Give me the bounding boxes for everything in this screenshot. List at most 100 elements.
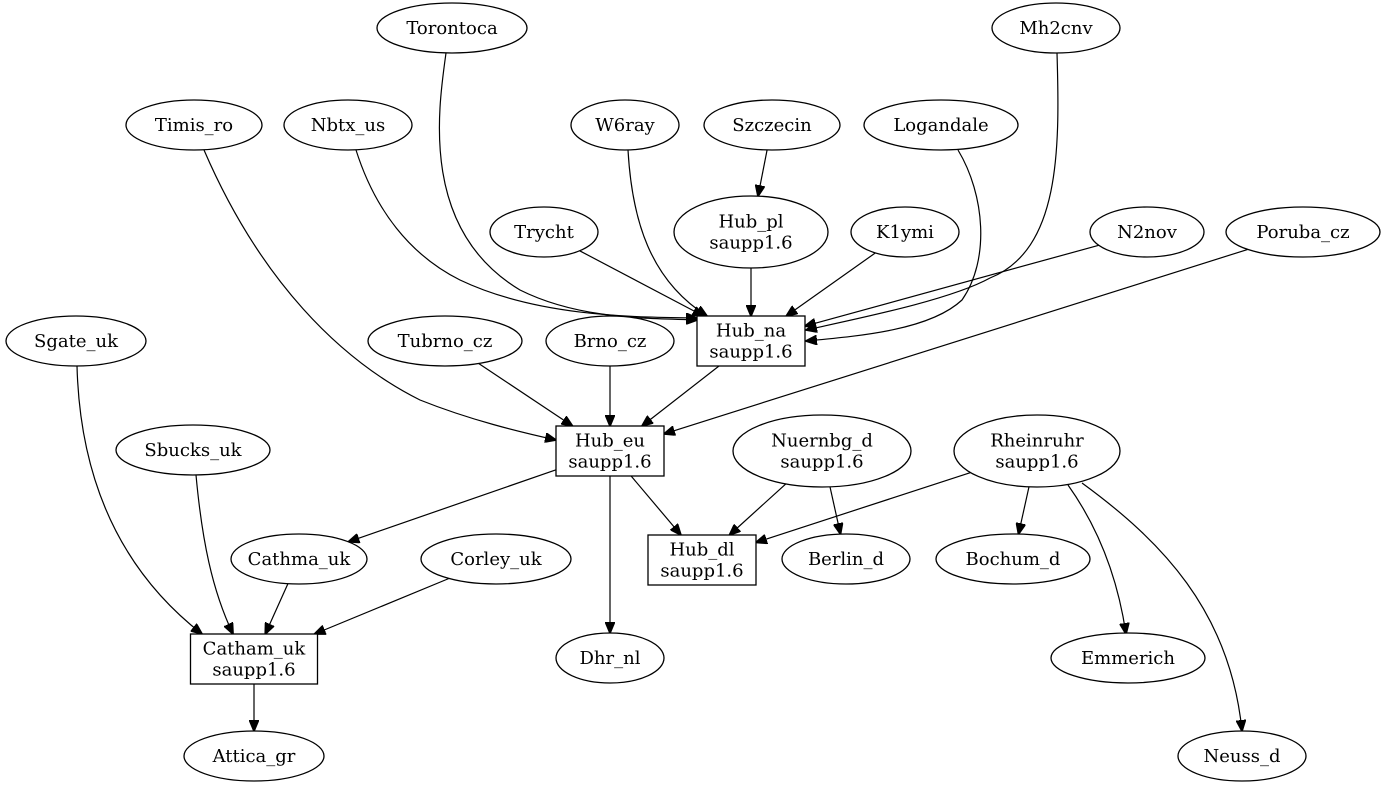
node-ellipse — [125, 99, 263, 151]
edge-w6ray-to-hub-na — [627, 149, 707, 316]
edge-timis-ro-to-hub-eu — [203, 149, 556, 440]
node-label: Hub_na — [716, 321, 786, 342]
node-label: Neuss_d — [1204, 746, 1281, 767]
node-sbucks-uk: Sbucks_uk — [115, 424, 271, 476]
node-label: Catham_uk — [203, 639, 307, 660]
node-label: Bochum_d — [966, 549, 1061, 570]
node-ellipse — [570, 99, 680, 151]
node-ellipse — [781, 533, 911, 585]
node-label: Nbtx_us — [311, 115, 386, 136]
edge-szczecin-to-hub-pl — [758, 149, 768, 196]
node-ellipse — [183, 730, 325, 782]
node-szczecin: Szczecin — [703, 99, 841, 151]
node-trycht: Trycht — [489, 206, 599, 258]
node-emmerich: Emmerich — [1050, 632, 1206, 684]
node-ellipse — [703, 99, 841, 151]
node-bochum-d: Bochum_d — [935, 533, 1091, 585]
node-berlin-d: Berlin_d — [781, 533, 911, 585]
node-label: Mh2cnv — [1019, 18, 1093, 39]
node-ellipse — [953, 414, 1121, 488]
node-label: Rheinruhr — [990, 431, 1084, 452]
edges-layer — [76, 52, 1248, 731]
node-brno-cz: Brno_cz — [545, 315, 675, 367]
node-label: Hub_eu — [575, 431, 645, 452]
edge-k1ymi-to-hub-na — [786, 252, 876, 316]
node-ellipse — [673, 195, 829, 269]
node-box — [189, 633, 319, 685]
node-label: Sbucks_uk — [144, 440, 242, 461]
node-cathma-uk: Cathma_uk — [230, 533, 368, 585]
node-dhr-nl: Dhr_nl — [555, 632, 665, 684]
node-w6ray: W6ray — [570, 99, 680, 151]
node-label: saupp1.6 — [660, 561, 743, 582]
node-neuss-d: Neuss_d — [1177, 730, 1307, 782]
node-label: K1ymi — [876, 222, 934, 243]
node-ellipse — [555, 632, 665, 684]
edge-hub-eu-to-hub-dl — [630, 475, 681, 535]
edge-rheinruhr-to-neuss-d — [1081, 482, 1242, 731]
node-ellipse — [1089, 206, 1205, 258]
node-box — [696, 315, 806, 367]
node-label: Nuernbg_d — [771, 431, 873, 452]
edge-trycht-to-hub-na — [579, 250, 704, 316]
edge-nuernbg-d-to-berlin-d — [829, 486, 841, 534]
node-label: Corley_uk — [450, 549, 542, 570]
edge-tubrno-cz-to-hub-eu — [478, 363, 573, 427]
node-label: N2nov — [1117, 222, 1178, 243]
node-ellipse — [850, 206, 960, 258]
edge-torontoca-to-hub-na — [438, 52, 697, 320]
edge-nbtx-us-to-hub-na — [355, 149, 697, 318]
node-label: Trycht — [514, 222, 574, 243]
node-label: saupp1.6 — [568, 452, 651, 473]
node-label: saupp1.6 — [995, 452, 1078, 473]
node-box — [555, 425, 665, 477]
edge-hub-na-to-hub-eu — [642, 365, 720, 426]
edge-nuernbg-d-to-hub-dl — [730, 483, 787, 535]
node-n2nov: N2nov — [1089, 206, 1205, 258]
node-mh2cnv: Mh2cnv — [991, 2, 1121, 54]
node-ellipse — [1225, 206, 1381, 258]
node-label: saupp1.6 — [212, 660, 295, 681]
node-label: saupp1.6 — [709, 233, 792, 254]
node-label: saupp1.6 — [709, 342, 792, 363]
node-ellipse — [863, 99, 1019, 151]
edge-sgate-uk-to-catham-uk — [76, 365, 202, 634]
node-label: Sgate_uk — [34, 331, 119, 352]
node-poruba-cz: Poruba_cz — [1225, 206, 1381, 258]
node-ellipse — [5, 315, 147, 367]
node-ellipse — [991, 2, 1121, 54]
node-label: Logandale — [893, 115, 988, 136]
node-ellipse — [283, 99, 413, 151]
node-ellipse — [420, 533, 572, 585]
node-ellipse — [1177, 730, 1307, 782]
node-label: Brno_cz — [574, 331, 647, 352]
node-label: W6ray — [595, 115, 655, 136]
node-ellipse — [367, 315, 523, 367]
node-ellipse — [935, 533, 1091, 585]
edge-corley-uk-to-catham-uk — [315, 577, 450, 635]
node-ellipse — [115, 424, 271, 476]
edge-sbucks-uk-to-catham-uk — [195, 474, 233, 634]
node-logandale: Logandale — [863, 99, 1019, 151]
node-label: Dhr_nl — [580, 648, 641, 669]
node-label: Szczecin — [732, 115, 812, 136]
edge-rheinruhr-to-bochum-d — [1019, 486, 1030, 534]
node-ellipse — [732, 414, 912, 488]
edge-n2nov-to-hub-na — [805, 244, 1099, 326]
node-ellipse — [545, 315, 675, 367]
node-label: Hub_pl — [718, 212, 783, 233]
edge-poruba-cz-to-hub-eu — [664, 248, 1248, 434]
node-label: Cathma_uk — [248, 549, 352, 570]
edge-mh2cnv-to-hub-na — [806, 52, 1059, 330]
edge-rheinruhr-to-hub-dl — [756, 472, 971, 543]
edge-hub-eu-to-cathma-uk — [348, 469, 557, 542]
node-label: Torontoca — [406, 18, 498, 39]
